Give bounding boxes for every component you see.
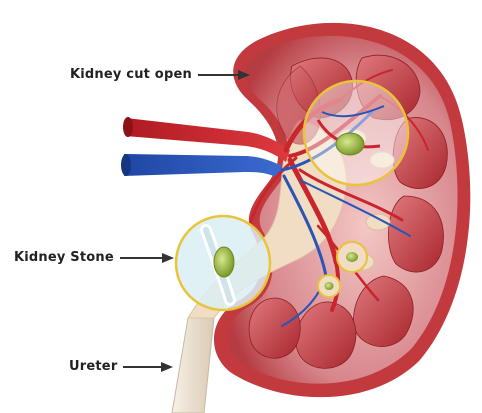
- arrow-right-icon: [198, 70, 250, 80]
- arrow-right-icon: [120, 253, 174, 263]
- renal-artery-opening: [123, 117, 133, 137]
- stone-highlight-upper: [304, 81, 408, 185]
- callout-kidney-cut-open: Kidney cut open: [70, 67, 250, 82]
- kidney-stone-small-2: [325, 282, 334, 290]
- renal-vein-opening: [121, 154, 131, 176]
- kidney-stone-large: [336, 133, 364, 155]
- label-kidney-stone: Kidney Stone: [14, 250, 114, 265]
- arrow-right-icon: [123, 362, 173, 372]
- label-ureter: Ureter: [69, 359, 117, 374]
- stone-highlight-ureter: [176, 216, 270, 310]
- label-kidney-cut-open: Kidney cut open: [70, 67, 192, 82]
- callout-kidney-stone: Kidney Stone: [14, 250, 174, 265]
- ureter-tube: [172, 318, 214, 413]
- callout-ureter: Ureter: [69, 359, 173, 374]
- renal-vein: [124, 154, 282, 178]
- kidney-stone-ureter: [214, 247, 234, 277]
- kidney-stone-small-1: [346, 252, 358, 262]
